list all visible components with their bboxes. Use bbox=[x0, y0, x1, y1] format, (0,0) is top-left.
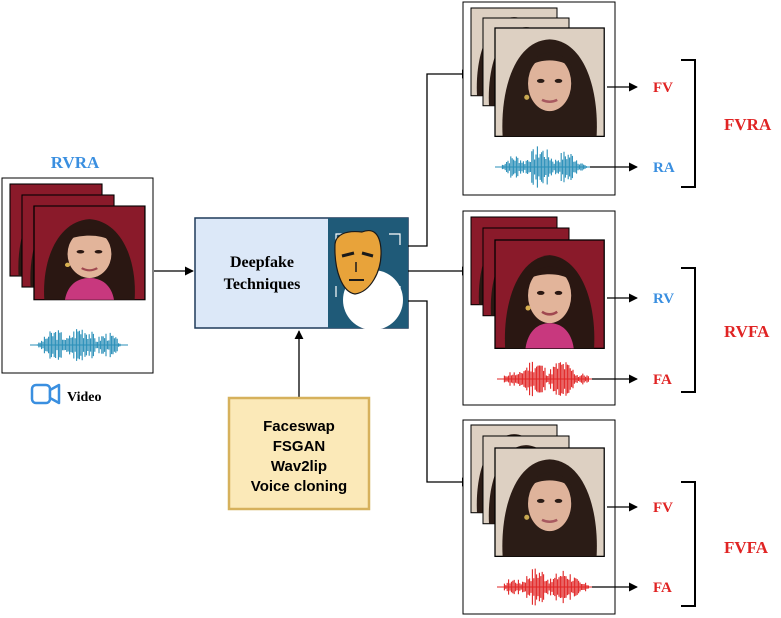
method-item: Voice cloning bbox=[251, 478, 347, 495]
output-2-video-label: RV bbox=[653, 291, 674, 307]
output-2-audio-label: FA bbox=[653, 372, 672, 388]
output-1-audio-label: RA bbox=[653, 160, 675, 176]
method-item: FSGAN bbox=[273, 438, 326, 455]
video-camera-icon bbox=[30, 383, 61, 405]
output-1-group-label: FVRA bbox=[724, 115, 772, 134]
output-1-video-label: FV bbox=[653, 80, 673, 96]
methods-box bbox=[227, 396, 371, 511]
output-audio-waveform-3 bbox=[497, 568, 597, 606]
method-item: Faceswap bbox=[263, 418, 335, 435]
output-audio-waveform-2 bbox=[497, 361, 597, 397]
process-title-line1: Deepfake bbox=[230, 254, 294, 271]
arrow-process-to-output-3 bbox=[408, 300, 471, 487]
output-1-bracket bbox=[681, 59, 696, 188]
output-3-bracket bbox=[681, 481, 696, 607]
output-audio-waveform-1 bbox=[495, 146, 595, 188]
input-title: RVRA bbox=[51, 153, 100, 172]
output-2-bracket bbox=[681, 267, 696, 393]
output-3-group-label: FVFA bbox=[724, 538, 769, 557]
face-swap-icon bbox=[328, 218, 408, 330]
output-2-group-label: RVFA bbox=[724, 322, 770, 341]
output-3-audio-label: FA bbox=[653, 580, 672, 596]
process-title-line2: Techniques bbox=[224, 276, 301, 293]
arrow-process-to-output-1 bbox=[408, 69, 471, 247]
output-3-video-label: FV bbox=[653, 500, 673, 516]
method-item: Wav2lip bbox=[271, 458, 327, 475]
input-audio-waveform bbox=[30, 329, 128, 361]
media-label: Video bbox=[67, 390, 101, 405]
